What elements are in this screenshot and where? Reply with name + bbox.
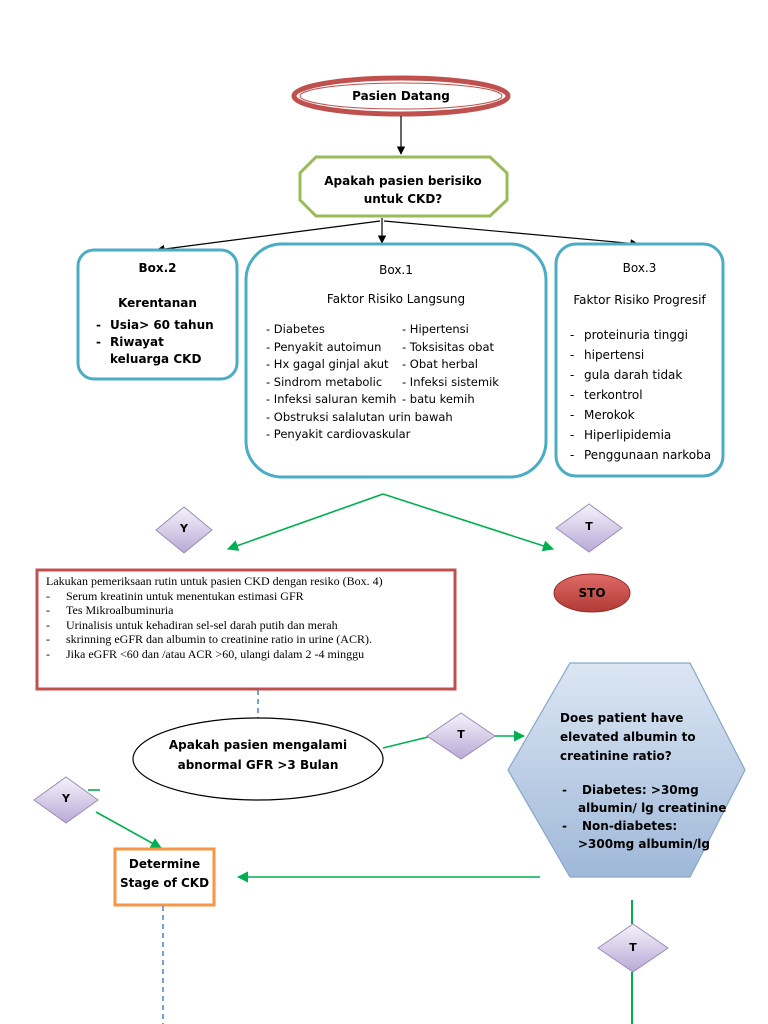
line-question2-to-t2 (382, 736, 429, 749)
exam-box: Lakukan pemeriksaan rutin untuk pasien C… (46, 574, 383, 661)
box1-right-item: - Obat herbal (402, 357, 479, 371)
box2-item: Usia> 60 tahun (96, 317, 235, 334)
hexagon-criteria: -Diabetes: >30mg albumin/ lg creatinine … (562, 781, 726, 853)
box1-left-item: - Penyakit cardiovaskular (266, 427, 411, 441)
box1-subtitle: Faktor Risiko Langsung (326, 292, 466, 306)
albumin-hexagon (507, 662, 746, 878)
box1-left-item: - Diabetes (266, 322, 325, 336)
question2-label: Apakah pasien mengalami abnormal GFR >3 … (163, 735, 353, 775)
box1-right-item: - Toksisitas obat (402, 339, 495, 354)
hexagon-criterion-text: albumin/ lg creatinine (578, 801, 727, 815)
hexagon-criterion-nondiabetes: -Non-diabetes: (562, 819, 678, 833)
hexagon-criterion-text: Diabetes: >30mg (582, 783, 699, 797)
box3-item: terkontrol (570, 385, 711, 405)
box1-frame (244, 242, 548, 479)
decision-t3-label: T (629, 941, 637, 954)
exam-title: Lakukan pemeriksaan rutin untuk pasien C… (46, 574, 383, 588)
arrow-to-box2 (156, 220, 381, 254)
box1-left-item: - Infeksi saluran kemih (266, 392, 397, 406)
exam-item: Serum kreatinin untuk menentukan estimas… (46, 589, 383, 604)
stop-terminator (553, 573, 631, 613)
start-terminator (291, 75, 511, 117)
box3-title: Box.3 (622, 261, 657, 275)
decision-t1-diamond (555, 503, 623, 553)
decision-y1-diamond (155, 506, 213, 554)
box1-title: Box.1 (379, 263, 413, 277)
stage-line: Stage of CKD (119, 876, 210, 890)
box1: Box.1 Faktor Risiko Langsung (248, 262, 544, 307)
box1-left-item: - Obstruksi salalutan urin bawah (266, 409, 453, 424)
exam-list: Serum kreatinin untuk menentukan estimas… (46, 589, 383, 662)
box3-item: Merokok (570, 405, 711, 425)
box1-right-item: - batu kemih (402, 392, 475, 406)
arrow-to-stop (382, 493, 555, 552)
decision-y2-diamond (33, 776, 99, 824)
hexagon-criterion-text: >300mg albumin/lg (578, 837, 710, 851)
arrow-to-exam (226, 493, 384, 551)
decision-y1-label: Y (180, 522, 188, 535)
box3-item: Penggunaan narkoba (570, 445, 711, 465)
box3: Box.3 Faktor Risiko Progresif (558, 260, 721, 308)
decision-y2-label: Y (62, 792, 70, 805)
box1-left-list: - Diabetes - Penyakit autoimun - Hx gaga… (266, 321, 453, 444)
box3-subtitle: Faktor Risiko Progresif (573, 293, 706, 307)
exam-item: Urinalisis untuk kehadiran sel-sel darah… (46, 618, 383, 633)
box3-item: Hiperlipidemia (570, 425, 711, 445)
box1-left-item: - Penyakit autoimun (266, 339, 382, 354)
stage-line: Determine (128, 857, 201, 871)
box1-left-item: - Hx gagal ginjal akut (266, 357, 389, 371)
box2-item: Riwayat keluarga CKD (96, 334, 226, 368)
start-label: Pasien Datang (352, 89, 450, 103)
exam-item: Jika eGFR <60 dan /atau ACR >60, ulangi … (46, 647, 383, 662)
box3-list: proteinuria tinggi hipertensi gula darah… (570, 325, 711, 465)
box3-item: gula darah tidak (570, 365, 711, 385)
hexagon-criterion-text: Non-diabetes: (582, 819, 678, 833)
stage-label: Determine Stage of CKD (115, 855, 214, 893)
box2: Box.2 Kerentanan Usia> 60 tahun Riwayat … (80, 260, 235, 368)
question1-octagon (298, 155, 509, 218)
stop-label: STO (578, 586, 606, 600)
question2-line: abnormal GFR >3 Bulan (177, 758, 339, 772)
decision-t2-label: T (457, 728, 465, 741)
box1-right-item: - Infeksi sistemik (402, 374, 499, 389)
question1-label: Apakah pasien berisiko untuk CKD? (324, 174, 482, 206)
start-terminator-inner (299, 82, 503, 110)
hexagon-question-line: Does patient have (560, 711, 684, 725)
box1-left-item: - Sindrom metabolic (266, 374, 383, 389)
hexagon-question: Does patient have elevated albumin to cr… (560, 709, 696, 766)
question2-ellipse (132, 717, 384, 801)
box3-item: proteinuria tinggi (570, 325, 711, 345)
box1-right-item: - Hipertensi (402, 322, 469, 336)
exam-item: Tes Mikroalbuminuria (46, 603, 383, 618)
hexagon-question-line: creatinine ratio? (560, 749, 672, 763)
decision-t2-diamond (426, 712, 496, 760)
box1-right-list: - Hipertensi - Toksisitas obat - Obat he… (402, 321, 499, 409)
box3-item: hipertensi (570, 345, 711, 365)
decision-t1-label: T (585, 520, 593, 533)
arrow-to-box3 (383, 220, 639, 248)
arrow-y2-to-stage (95, 811, 162, 849)
exam-item: skrinning eGFR dan albumin to creatinine… (46, 632, 383, 647)
question2-line: Apakah pasien mengalami (168, 738, 348, 752)
hexagon-criterion-diabetes: -Diabetes: >30mg (562, 783, 699, 797)
box2-title: Box.2 (138, 261, 177, 275)
box2-subtitle: Kerentanan (118, 296, 197, 310)
hexagon-question-line: elevated albumin to (560, 730, 696, 744)
box2-list: Usia> 60 tahun Riwayat keluarga CKD (96, 317, 235, 368)
stage-frame (113, 847, 216, 907)
